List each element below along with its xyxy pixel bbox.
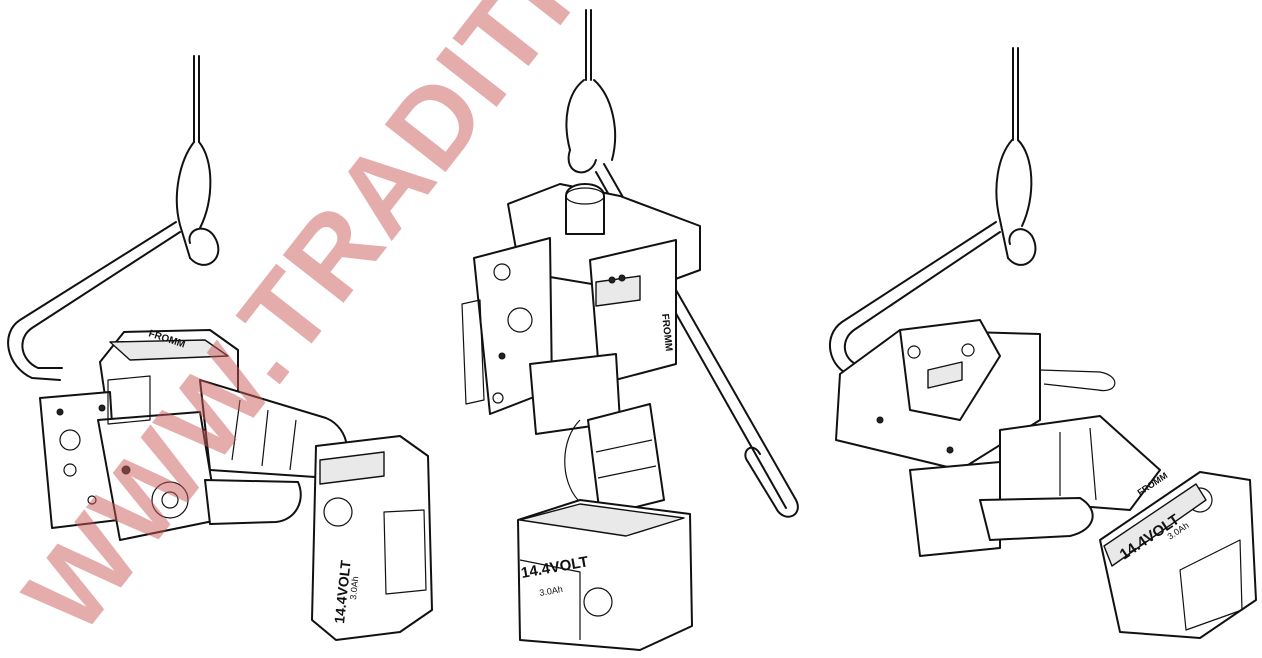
- left-tool-handle: [199, 379, 348, 525]
- left-battery-capacity-label: 3.0Ah: [348, 576, 360, 600]
- right-suspension-wire: [995, 47, 1037, 266]
- right-strapping-tool: 14.4VOLT 3.0Ah FROMM: [828, 47, 1257, 639]
- left-battery-pack: 14.4VOLT 3.0Ah: [311, 435, 433, 641]
- center-brand-label: FROMM: [659, 313, 674, 352]
- center-strapping-tool: 14.4VOLT 3.0Ah FROMM: [461, 9, 799, 651]
- center-suspension-wire: [565, 9, 617, 174]
- center-tool-handle: [564, 403, 665, 517]
- right-tool-body: [835, 319, 1116, 557]
- center-battery-pack: 14.4VOLT 3.0Ah: [517, 499, 693, 651]
- left-hanger-bail: [7, 221, 181, 381]
- right-battery-pack: 14.4VOLT 3.0Ah: [1099, 471, 1257, 639]
- right-tool-handle: [979, 415, 1161, 541]
- left-suspension-wire: [175, 55, 220, 266]
- left-strapping-tool: 14.4VOLT 3.0Ah FROMM: [7, 55, 433, 641]
- left-battery-voltage-label: 14.4VOLT: [331, 559, 354, 624]
- center-tool-body: [461, 183, 701, 435]
- center-battery-capacity-label: 3.0Ah: [539, 584, 564, 598]
